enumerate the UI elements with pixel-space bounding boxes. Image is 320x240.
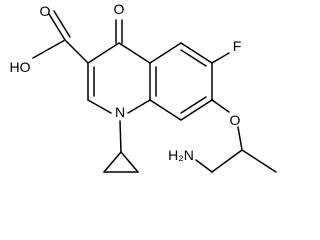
atom-o-acid: O xyxy=(40,3,51,19)
bond-c-o-double-b xyxy=(53,10,71,38)
bond-c-o-double-a xyxy=(48,13,66,41)
bond-c3-c4 xyxy=(87,42,120,64)
bond-c5-c6 xyxy=(180,42,213,64)
atom-o-ether: O xyxy=(230,112,241,128)
atom-f: F xyxy=(233,38,242,54)
bond-n1-cp xyxy=(119,120,122,153)
bond-n1-c2 xyxy=(87,99,112,114)
bond-o-ch xyxy=(237,126,243,151)
atom-ho-acid: HO xyxy=(10,59,31,75)
bond-ch-ch2 xyxy=(211,149,243,173)
chemical-structure-diagram: O O HO F N O H₂N xyxy=(10,1,277,173)
bond-c-oh xyxy=(32,39,66,59)
atom-labels: O O HO F N O H₂N xyxy=(10,1,242,163)
atom-h2n: H₂N xyxy=(168,147,194,163)
bond-lines xyxy=(32,10,277,173)
bond-ch2-nh2 xyxy=(195,159,213,173)
bond-c6-f xyxy=(211,52,230,64)
bond-c5-c6-inner xyxy=(180,49,207,67)
bond-cp-a xyxy=(103,151,122,173)
bond-acid-c3 xyxy=(64,39,89,64)
bond-c7-c8 xyxy=(180,99,213,121)
bond-c7-o xyxy=(211,99,230,113)
bond-c4a-c5 xyxy=(149,42,182,64)
bond-ch-ch3 xyxy=(241,149,277,173)
bond-c4-c4a xyxy=(118,42,151,64)
atom-n-ring: N xyxy=(115,104,125,120)
bond-cp-c xyxy=(120,151,139,173)
atom-o-carbonyl: O xyxy=(114,1,125,17)
bond-c7-c8-inner xyxy=(180,96,207,114)
bond-c8-c8a xyxy=(149,99,182,121)
bond-c8a-n1 xyxy=(127,99,151,114)
